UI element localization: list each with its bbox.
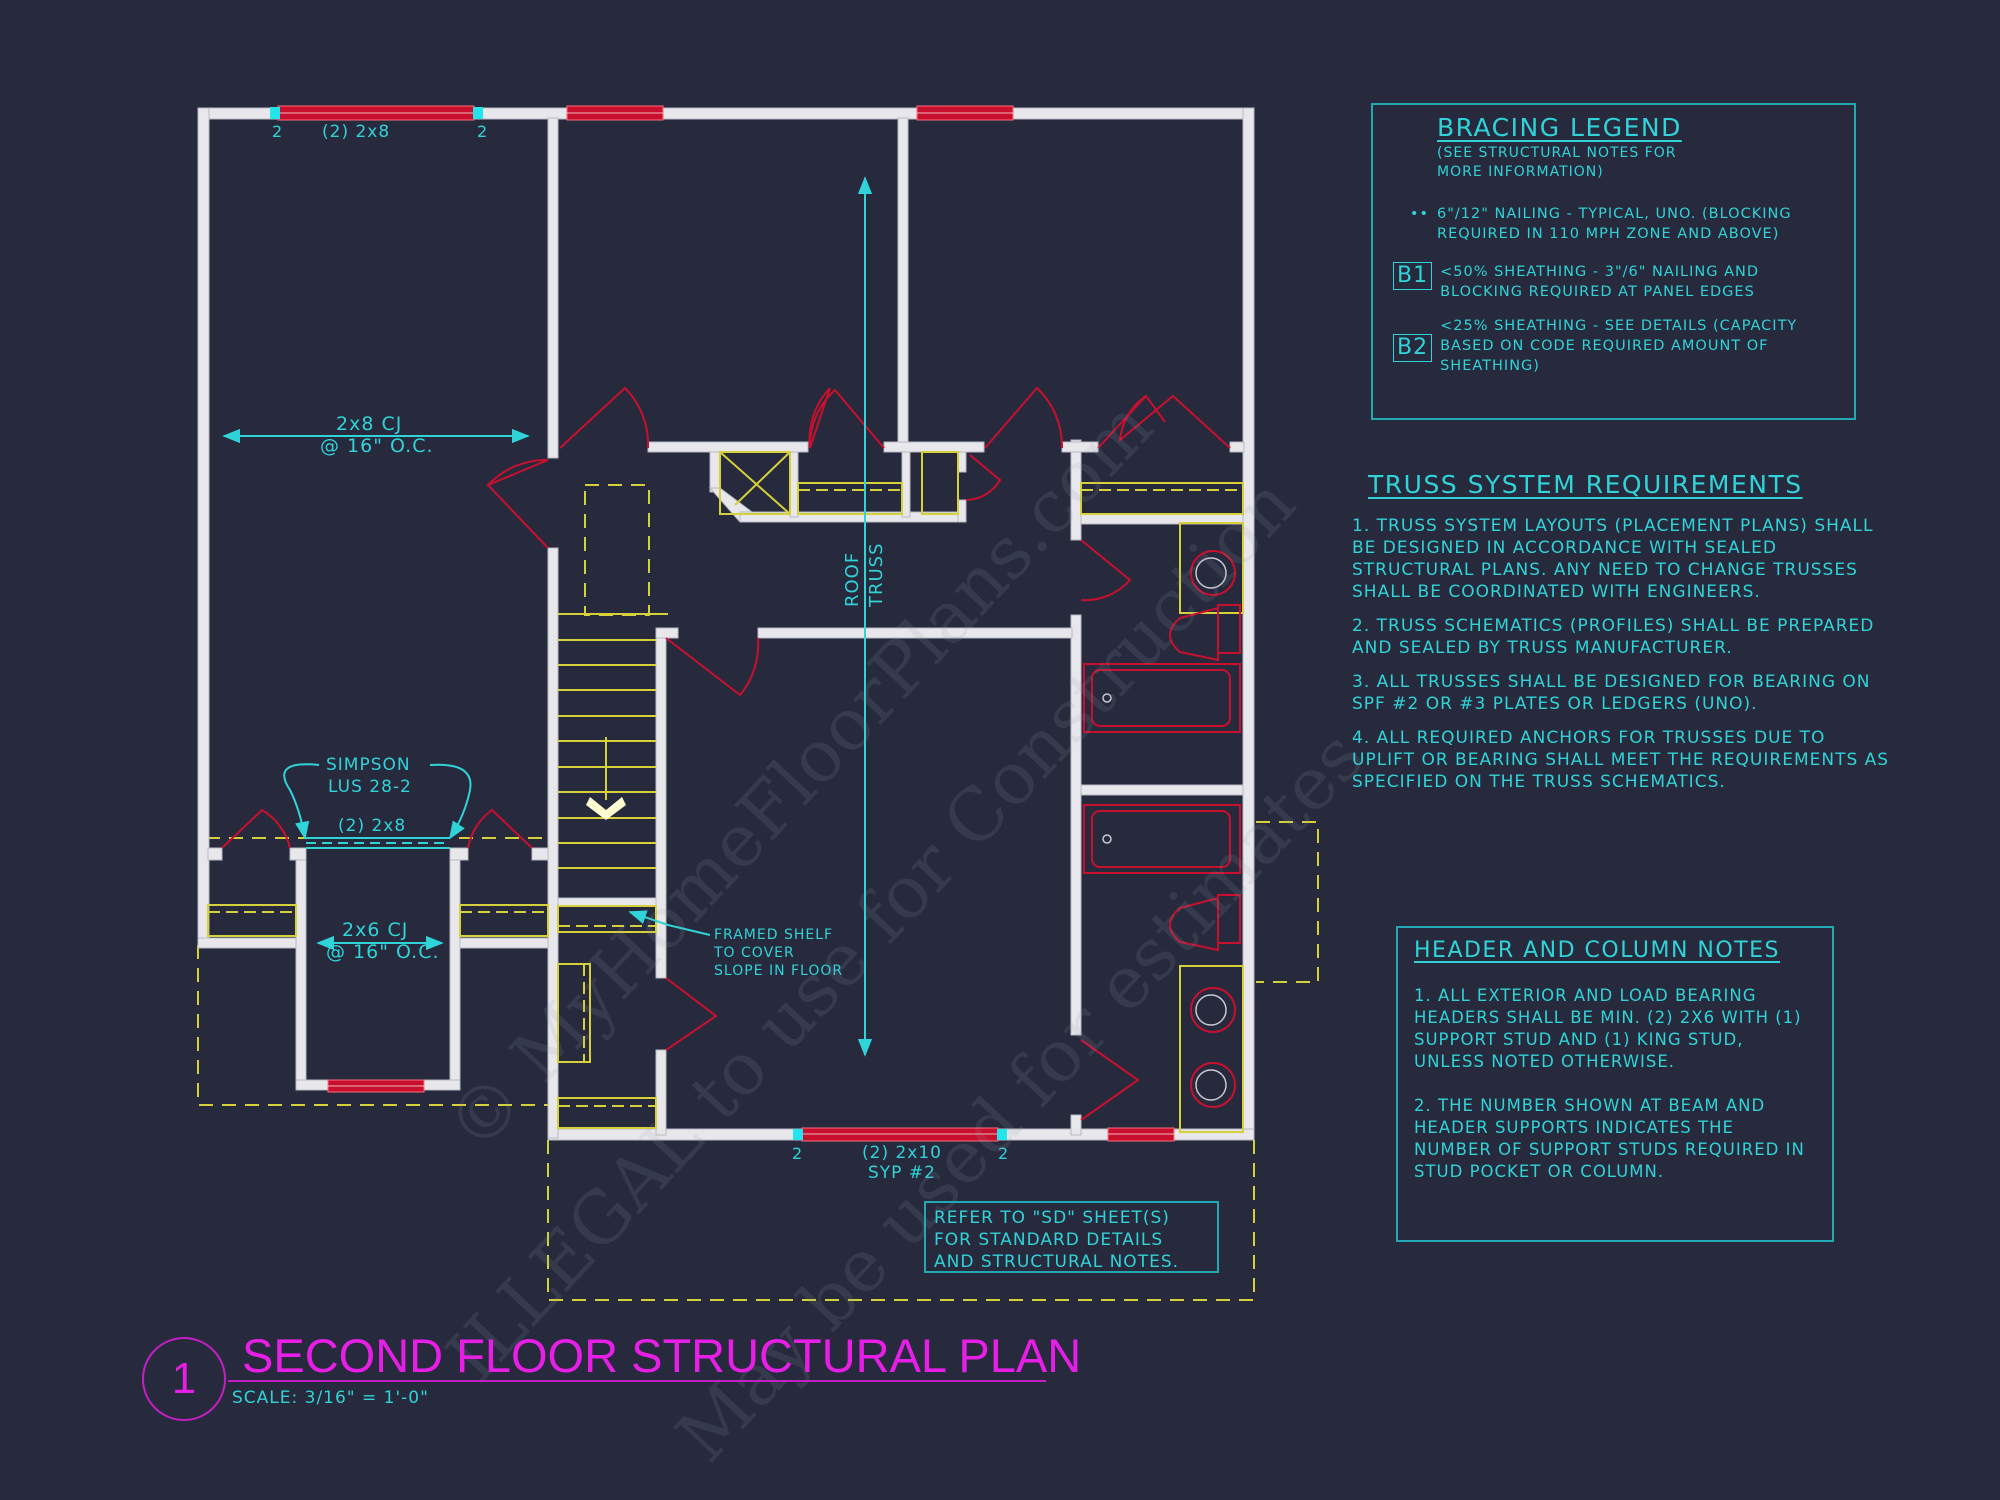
ceiling-joist-label: 2x6 CJ (342, 919, 408, 941)
post-count-label: 2 (792, 1144, 803, 1163)
refer-note-line: FOR STANDARD DETAILS (934, 1230, 1164, 1250)
header-column-notes: HEADER AND COLUMN NOTES 1. ALL EXTERIOR … (1396, 926, 1834, 1242)
bath-fixtures (1083, 550, 1241, 1108)
shelf-note: FRAMED SHELF (714, 927, 833, 943)
header-column-notes-title: HEADER AND COLUMN NOTES (1414, 938, 1781, 963)
support-posts (270, 107, 1007, 1140)
post-count-label: 2 (272, 122, 283, 141)
truss-note: 2. TRUSS SCHEMATICS (PROFILES) SHALL BE … (1352, 616, 1875, 658)
truss-note: 1. TRUSS SYSTEM LAYOUTS (PLACEMENT PLANS… (1352, 516, 1874, 602)
hanger-model: LUS 28-2 (328, 777, 412, 797)
title-underline (228, 1380, 1046, 1382)
truss-requirements: TRUSS SYSTEM REQUIREMENTS 1. TRUSS SYSTE… (1352, 470, 1892, 793)
bracing-legend-item: B2 <25% SHEATHING - SEE DETAILS (CAPACIT… (1393, 316, 1840, 376)
beam-size-label: (2) 2x8 (338, 816, 406, 836)
bracing-legend-subtitle: MORE INFORMATION) (1437, 164, 1604, 180)
header-size-label: (2) 2x10 (862, 1143, 942, 1163)
post-count-label: 2 (998, 1144, 1009, 1163)
legend-text: 6"/12" NAILING - TYPICAL, UNO. (BLOCKING (1437, 206, 1792, 222)
hidden-outline-lines (197, 484, 1319, 1301)
bracing-legend-subtitle: (SEE STRUCTURAL NOTES FOR (1437, 145, 1677, 161)
shelf-note: SLOPE IN FLOOR (714, 963, 843, 979)
nailing-symbol-icon: •• (1409, 206, 1429, 222)
hanger-label: SIMPSON (326, 755, 411, 775)
header-note: 1. ALL EXTERIOR AND LOAD BEARING HEADERS… (1414, 986, 1802, 1071)
legend-text: SHEATHING) (1440, 358, 1540, 374)
b2-symbol-icon: B2 (1393, 334, 1433, 362)
plan-annotations: 2 (2) 2x8 2 2x8 CJ @ 16" O.C. SIMPSON LU… (272, 122, 1009, 1183)
roof-label: ROOF (842, 552, 863, 607)
headers (277, 105, 1175, 1142)
legend-text: <50% SHEATHING - 3"/6" NAILING AND (1440, 264, 1760, 280)
refer-note-line: REFER TO "SD" SHEET(S) (934, 1208, 1170, 1228)
bracing-legend-title: BRACING LEGEND (1437, 113, 1682, 142)
drawing-scale: SCALE: 3/16" = 1'-0" (232, 1388, 429, 1408)
truss-label: TRUSS (866, 542, 887, 608)
b1-symbol-icon: B1 (1393, 262, 1433, 290)
ceiling-joist-spacing: @ 16" O.C. (320, 435, 434, 457)
door-swings (221, 386, 1231, 1121)
header-grade-label: SYP #2 (868, 1163, 936, 1183)
drawing-title: SECOND FLOOR STRUCTURAL PLAN (242, 1329, 1082, 1382)
post-count-label: 2 (477, 122, 488, 141)
truss-note: 3. ALL TRUSSES SHALL BE DESIGNED FOR BEA… (1352, 672, 1871, 714)
legend-text: BLOCKING REQUIRED AT PANEL EDGES (1440, 284, 1755, 300)
shelf-note: TO COVER (713, 945, 795, 961)
ceiling-joist-label: 2x8 CJ (336, 413, 402, 435)
refer-note-line: AND STRUCTURAL NOTES. (934, 1252, 1180, 1272)
drawing-number-bubble: 1 (142, 1337, 226, 1421)
shelving-and-stairs (207, 451, 1244, 1133)
dimension-arrows (222, 176, 873, 1057)
truss-requirements-title: TRUSS SYSTEM REQUIREMENTS (1368, 470, 1803, 499)
truss-note: 4. ALL REQUIRED ANCHORS FOR TRUSSES DUE … (1352, 728, 1890, 792)
legend-text: <25% SHEATHING - SEE DETAILS (CAPACITY (1440, 318, 1798, 334)
walls (197, 107, 1255, 1141)
ceiling-joist-spacing: @ 16" O.C. (326, 941, 440, 963)
legend-text: REQUIRED IN 110 MPH ZONE AND ABOVE) (1437, 226, 1780, 242)
bracing-legend: BRACING LEGEND (SEE STRUCTURAL NOTES FOR… (1371, 103, 1856, 420)
refer-note-box: REFER TO "SD" SHEET(S) FOR STANDARD DETA… (924, 1201, 1219, 1273)
bracing-legend-item: B1 <50% SHEATHING - 3"/6" NAILING AND BLO… (1393, 262, 1840, 302)
legend-text: BASED ON CODE REQUIRED AMOUNT OF (1440, 338, 1769, 354)
bracing-legend-item: •• 6"/12" NAILING - TYPICAL, UNO. (BLOCK… (1393, 204, 1840, 244)
stair-direction-arrow (586, 797, 626, 820)
header-note: 2. THE NUMBER SHOWN AT BEAM AND HEADER S… (1414, 1096, 1805, 1181)
header-size-label: (2) 2x8 (322, 122, 390, 142)
